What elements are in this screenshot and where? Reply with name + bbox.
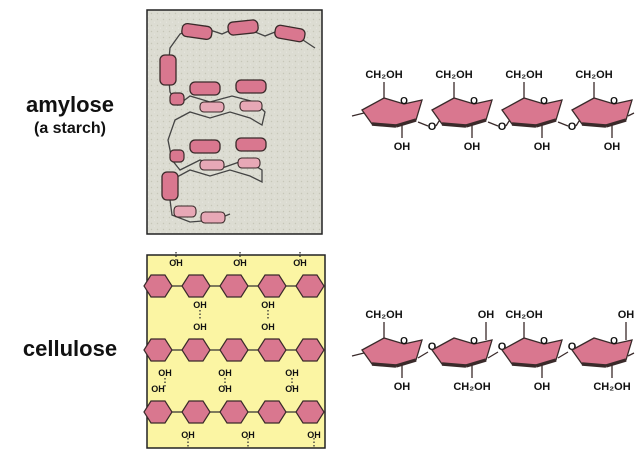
- hydroxyl-label: OH: [285, 384, 299, 394]
- ring-oxygen-label: O: [540, 336, 548, 347]
- cellulose-ring: [143, 400, 173, 424]
- ch2oh-label: CH₂OH: [365, 69, 402, 81]
- ch2oh-label: CH₂OH: [505, 69, 542, 81]
- hydroxyl-label: OH: [293, 258, 307, 268]
- cellulose-structure: O CH₂OH OH O O OH CH₂OH O O CH₂OH OH O O OH CH₂OH: [351, 309, 635, 393]
- ring-oxygen-label: O: [400, 96, 408, 107]
- cellulose-label: cellulose: [22, 336, 118, 361]
- cellulose-ring: [257, 400, 287, 424]
- cellulose-ring: [219, 400, 249, 424]
- hydroxyl-label: OH: [478, 309, 495, 321]
- glucose-chair-ring: O CH₂OH OH: [361, 309, 423, 393]
- ch2oh-label: CH₂OH: [575, 69, 612, 81]
- amylose-structure: O CH₂OH OH O O CH₂OH OH O O CH₂OH OH O O CH₂OH OH: [351, 69, 635, 153]
- hydroxyl-label: OH: [169, 258, 183, 268]
- hydroxyl-label: OH: [158, 368, 172, 378]
- hydroxyl-label: OH: [261, 322, 275, 332]
- hydroxyl-label: OH: [394, 381, 411, 393]
- amylose-ring-row-4: [173, 205, 226, 224]
- cellulose-ring: [219, 274, 249, 298]
- glucose-chair-ring: O CH₂OH OH: [361, 69, 423, 153]
- amylose-ring-row-2: [169, 79, 267, 113]
- hydroxyl-label: OH: [534, 381, 551, 393]
- glycosidic-oxygen-label: O: [498, 121, 507, 133]
- hydroxyl-label: OH: [218, 384, 232, 394]
- ch2oh-label: CH₂OH: [435, 69, 472, 81]
- cellulose-sheet-panel: OH OH OH OH OH OH OH OH OH OH OH OH OH OH OH OH: [143, 252, 326, 449]
- hydroxyl-label: OH: [261, 300, 275, 310]
- cellulose-ring: [181, 274, 211, 298]
- glycosidic-oxygen-label: O: [568, 121, 577, 133]
- glucose-chair-ring: O CH₂OH OH: [571, 69, 633, 153]
- cellulose-ring: [181, 400, 211, 424]
- glucose-chair-ring: O CH₂OH OH: [501, 69, 563, 153]
- cellulose-ring: [295, 400, 325, 424]
- hydroxyl-label: OH: [193, 322, 207, 332]
- cellulose-ring: [295, 338, 325, 362]
- glycosidic-oxygen-label: O: [568, 341, 577, 353]
- hydroxyl-label: OH: [618, 309, 635, 321]
- hydroxyl-label: OH: [218, 368, 232, 378]
- glycosidic-oxygen-label: O: [428, 341, 437, 353]
- glucose-chair-ring: O CH₂OH OH: [431, 69, 493, 153]
- amylose-ring: [161, 171, 179, 201]
- ring-oxygen-label: O: [610, 96, 618, 107]
- hydroxyl-label: OH: [604, 141, 621, 153]
- cellulose-ring: [257, 274, 287, 298]
- ring-oxygen-label: O: [470, 336, 478, 347]
- cellulose-ring: [143, 274, 173, 298]
- cellulose-ring: [181, 338, 211, 362]
- hydroxyl-label: OH: [193, 300, 207, 310]
- hydroxyl-label: OH: [285, 368, 299, 378]
- ch2oh-label: CH₂OH: [365, 309, 402, 321]
- hydroxyl-label: OH: [534, 141, 551, 153]
- glycosidic-oxygen-label: O: [428, 121, 437, 133]
- glucose-chair-ring: O OH CH₂OH: [571, 309, 635, 393]
- amylose-subtitle: (a starch): [33, 120, 107, 137]
- glycosidic-oxygen-label: O: [498, 341, 507, 353]
- ch2oh-label: CH₂OH: [505, 309, 542, 321]
- hydroxyl-label: OH: [151, 384, 165, 394]
- amylose-helix-panel: [146, 9, 323, 235]
- ring-oxygen-label: O: [540, 96, 548, 107]
- hydroxyl-label: OH: [241, 430, 255, 440]
- cellulose-ring: [143, 338, 173, 362]
- ch2oh-label: CH₂OH: [593, 381, 630, 393]
- amylose-label: amylose: [25, 92, 115, 117]
- ring-oxygen-label: O: [470, 96, 478, 107]
- ring-oxygen-label: O: [610, 336, 618, 347]
- amylose-ring: [159, 54, 177, 86]
- amylose-ring-row-1: [181, 19, 306, 43]
- glucose-chair-ring: O CH₂OH OH: [501, 309, 563, 393]
- ch2oh-label: CH₂OH: [453, 381, 490, 393]
- glucose-chair-ring: O OH CH₂OH: [431, 309, 495, 393]
- hydroxyl-label: OH: [233, 258, 247, 268]
- hydroxyl-label: OH: [464, 141, 481, 153]
- cellulose-ring: [295, 274, 325, 298]
- hydroxyl-label: OH: [181, 430, 195, 440]
- cellulose-ring: [219, 338, 249, 362]
- amylose-ring-row-3: [169, 137, 267, 171]
- cellulose-ring: [257, 338, 287, 362]
- hydroxyl-label: OH: [394, 141, 411, 153]
- hydroxyl-label: OH: [307, 430, 321, 440]
- ring-oxygen-label: O: [400, 336, 408, 347]
